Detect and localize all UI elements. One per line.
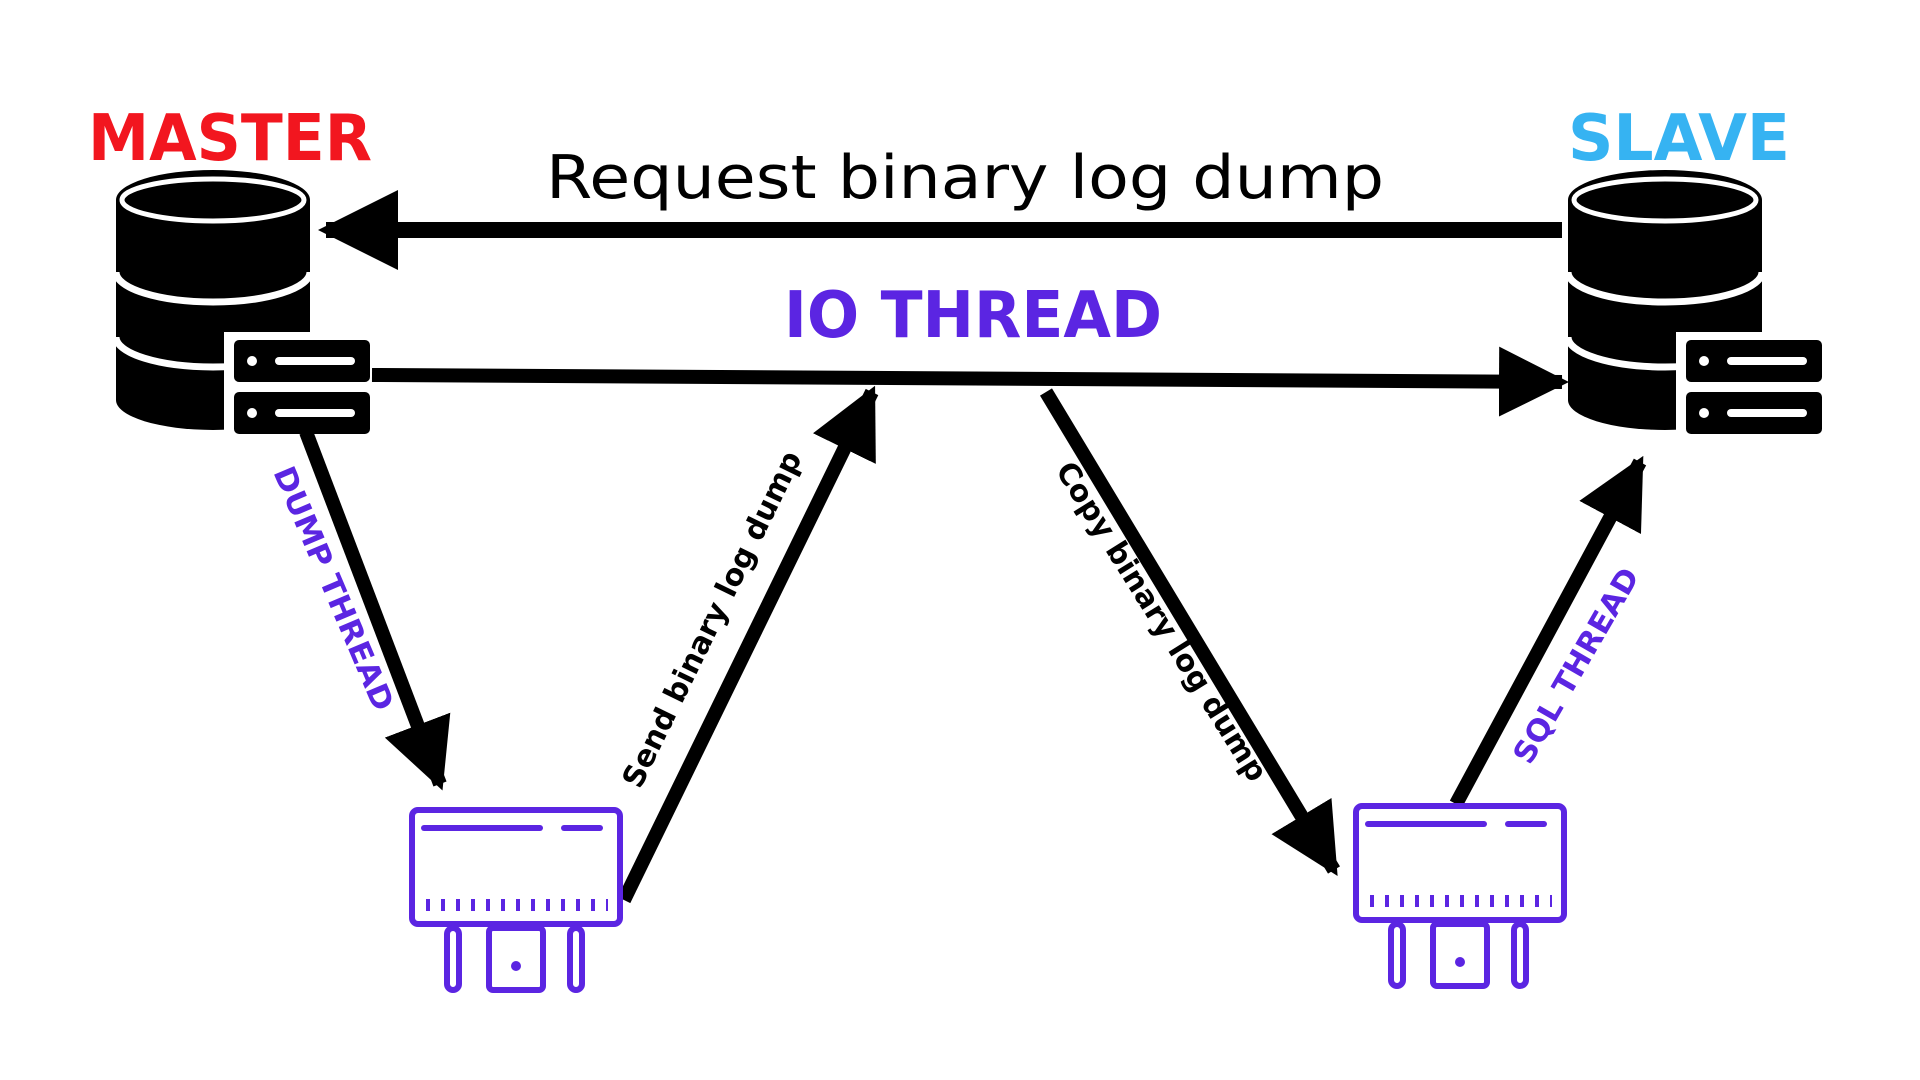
copy-dump-arrow xyxy=(1040,388,1340,876)
dump-thread-arrow xyxy=(299,429,451,791)
slave-server-icon xyxy=(1676,332,1828,440)
sql-thread-arrow xyxy=(1449,455,1647,808)
io-thread-arrow xyxy=(371,346,1569,417)
slave-label: SLAVE xyxy=(1568,102,1790,176)
request-label: Request binary log dump xyxy=(546,143,1384,213)
master-database-icon xyxy=(112,170,314,430)
copy-dump-label: Copy binary log dump xyxy=(1048,456,1274,788)
slave-node: SLAVE xyxy=(1564,102,1828,440)
master-chip-icon xyxy=(409,807,623,993)
io-thread-label: IO THREAD xyxy=(784,279,1162,353)
send-dump-label: Send binary log dump xyxy=(616,446,810,794)
master-label: MASTER xyxy=(88,102,372,176)
send-dump-arrow xyxy=(617,385,879,904)
master-server-icon xyxy=(224,332,376,440)
master-node: MASTER xyxy=(88,102,376,440)
slave-chip-icon xyxy=(1353,803,1567,989)
